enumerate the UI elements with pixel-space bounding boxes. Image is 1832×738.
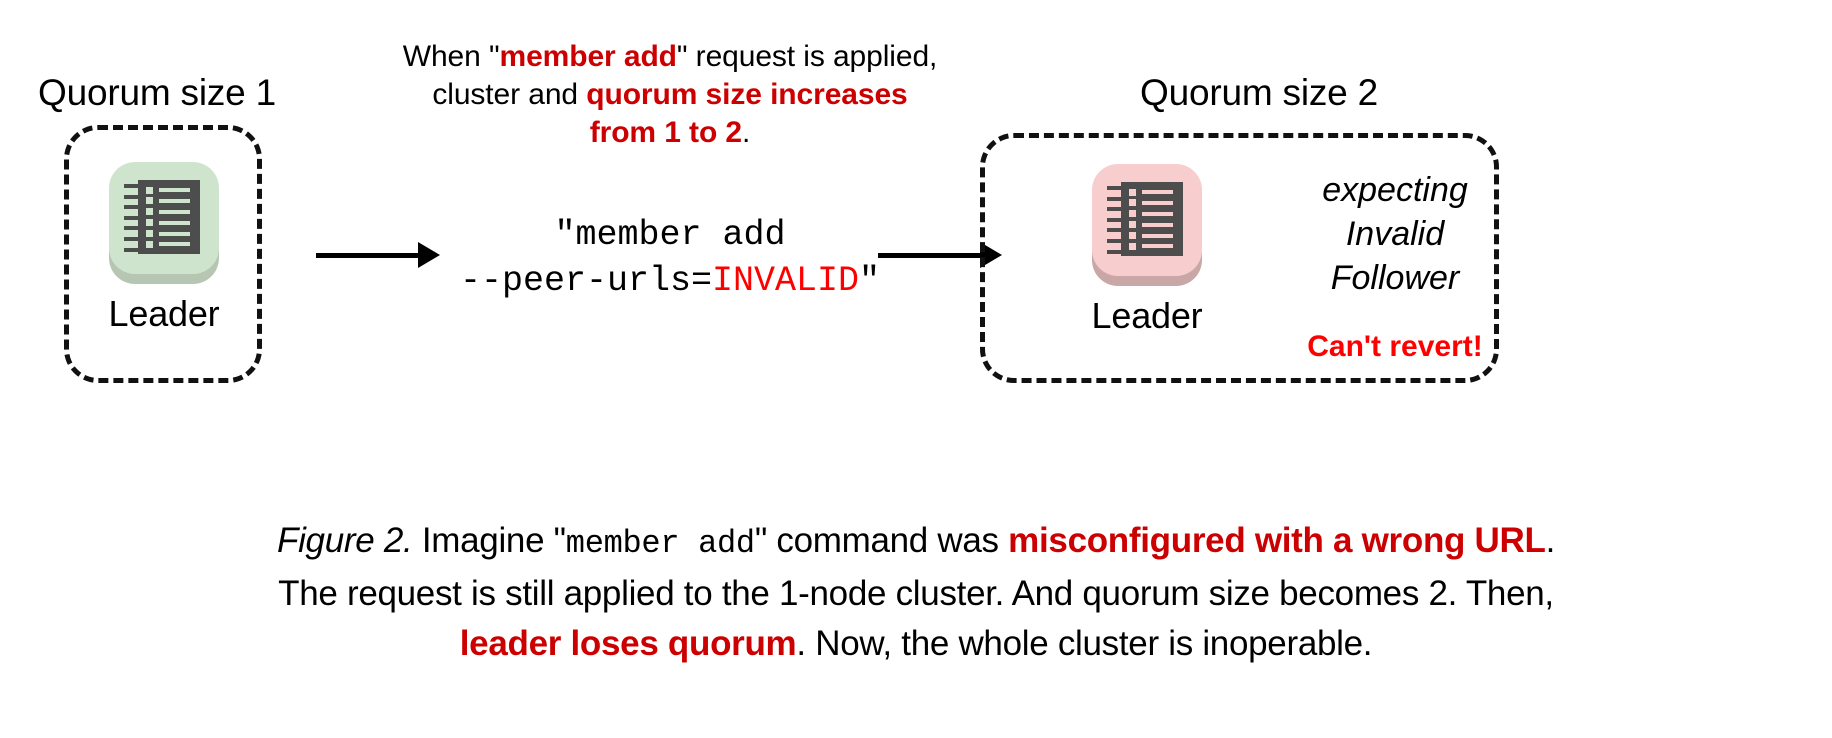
notebook-icon [105, 158, 223, 284]
left-group-label: Quorum size 1 [38, 72, 276, 113]
command-quote-close: " [859, 261, 881, 301]
top-note-emph-from-1-to-2: from 1 to 2 [589, 116, 742, 149]
top-note-part2: " request is applied, [676, 40, 938, 73]
top-note-emph-quorum-increase: quorum size increases [586, 78, 908, 111]
right-cluster-box [980, 133, 1499, 383]
figure-number: Figure 2. [276, 521, 413, 560]
command-invalid-value: INVALID [712, 261, 860, 301]
right-group-label: Quorum size 2 [1140, 72, 1378, 113]
top-note-part4: . [742, 116, 751, 149]
left-leader-node: Leader [74, 158, 254, 332]
caption-emph-misconfigured: misconfigured with a wrong URL [1008, 521, 1546, 560]
caption-t5: . Now, the whole cluster is inoperable. [796, 624, 1373, 663]
caption-t2: " command was [754, 521, 1009, 560]
status-line-2: Invalid [1345, 215, 1445, 253]
left-cluster-box [64, 125, 262, 383]
caption-line-1: Figure 2. Imagine "member add" command w… [40, 516, 1792, 569]
top-note-part3: cluster and [432, 78, 587, 111]
caption-t1: Imagine " [412, 521, 566, 560]
notebook-icon [1088, 160, 1206, 286]
command-line-1: "member add [554, 215, 786, 255]
figure-caption: Figure 2. Imagine "member add" command w… [40, 516, 1792, 669]
cant-revert-alert: Can't revert! [1307, 330, 1483, 363]
caption-command: member add [565, 525, 755, 562]
status-line-3: Follower [1330, 259, 1460, 297]
top-note-part1: When " [402, 40, 500, 73]
left-node-role: Leader [108, 293, 220, 334]
status-line-1: expecting [1322, 171, 1468, 209]
command-line-2: --peer-urls=INVALID" [430, 258, 910, 304]
caption-line-2: The request is still applied to the 1-no… [278, 574, 1554, 613]
command-text: "member add --peer-urls=INVALID" [430, 212, 910, 304]
top-annotation: When "member add" request is applied, cl… [370, 38, 970, 152]
command-flag: --peer-urls= [459, 261, 712, 301]
right-status-note: expecting Invalid Follower [1280, 168, 1510, 300]
right-node-role: Leader [1091, 295, 1203, 336]
caption-emph-leader-loses-quorum: leader loses quorum [459, 624, 797, 663]
top-note-emph-member-add: member add [499, 40, 677, 73]
caption-line-3: leader loses quorum. Now, the whole clus… [40, 619, 1792, 669]
caption-t3: . [1545, 521, 1556, 560]
right-leader-node: Leader [1057, 160, 1237, 334]
